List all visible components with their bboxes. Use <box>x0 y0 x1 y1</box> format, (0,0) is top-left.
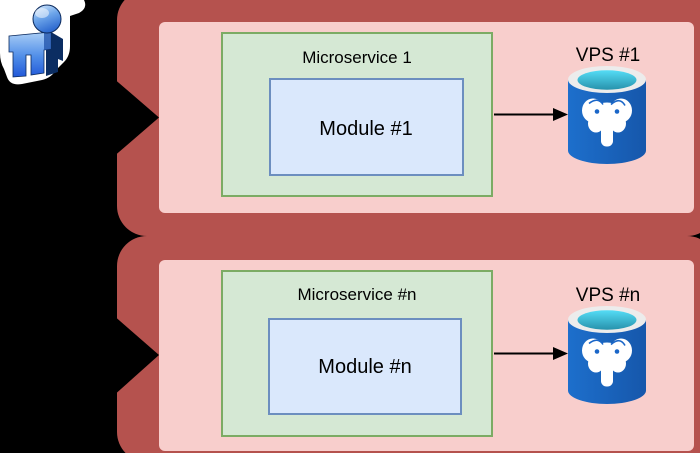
postgresql-db-icon-1 <box>567 65 647 165</box>
microservice-1-label: Microservice 1 <box>302 48 412 67</box>
module-n-box <box>268 318 462 415</box>
user-icon <box>0 0 86 85</box>
module-n-label: Module #n <box>318 356 411 378</box>
user-to-microservice-n-arrow <box>30 314 159 397</box>
user-icon-arm-shade <box>44 32 51 50</box>
vps-n-label: VPS #n <box>576 285 640 306</box>
microservice-1-to-db-arrow <box>494 108 568 121</box>
user-icon-head <box>32 4 62 34</box>
module-1-box <box>269 78 464 176</box>
user-to-microservice-1-arrow <box>30 77 159 158</box>
microservice-n-to-db-arrow <box>494 347 568 360</box>
vps-1-label: VPS #1 <box>576 45 640 66</box>
module-1-label: Module #1 <box>319 118 412 140</box>
postgresql-db-icon-n <box>567 305 647 405</box>
microservice-n-label: Microservice #n <box>297 285 416 304</box>
user-icon-head-highlight <box>35 8 49 18</box>
